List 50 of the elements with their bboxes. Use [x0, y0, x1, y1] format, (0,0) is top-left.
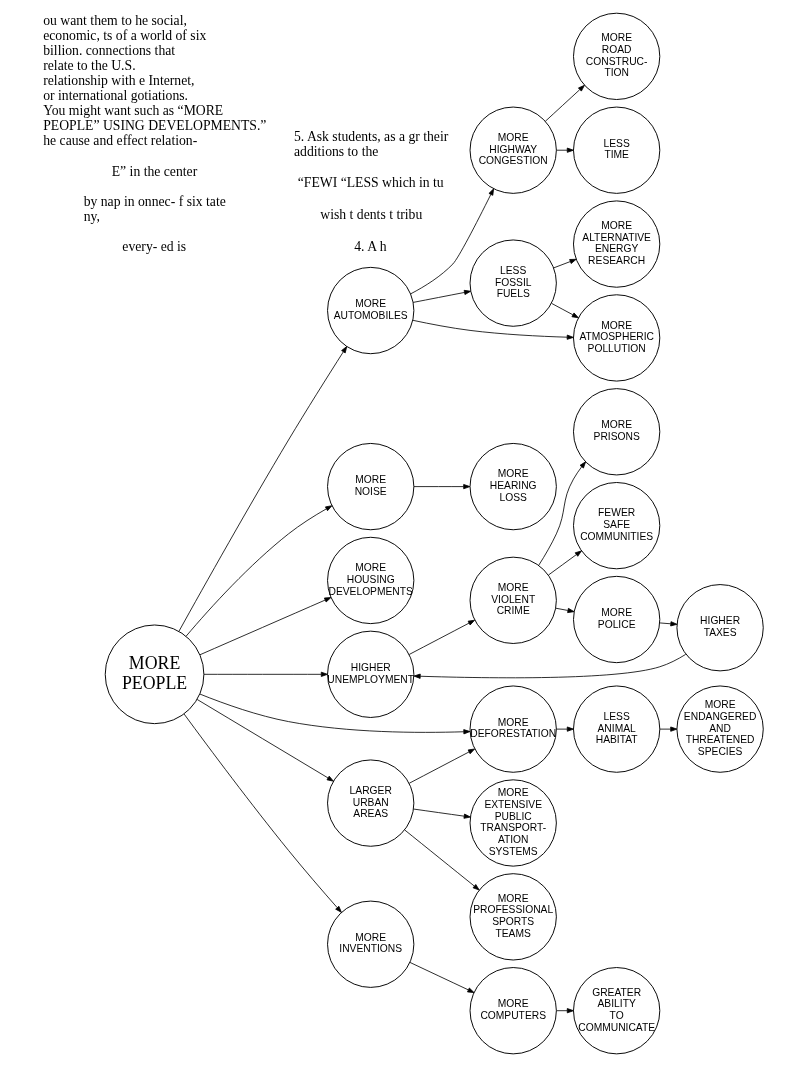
node-circle: MORE INVENTIONS: [327, 900, 415, 988]
node-circle: MORE POLICE: [573, 575, 661, 664]
arrow: [409, 962, 475, 993]
arrow: [544, 84, 585, 122]
node-circle: MORE ALTERNATIVE ENERGY RESEARCH: [573, 200, 661, 288]
label: wish t dents t tribu: [320, 206, 423, 222]
arrow: [203, 671, 328, 677]
arrow: [413, 653, 687, 679]
arrow: [413, 484, 471, 490]
arrow: [412, 319, 574, 340]
label: 4. A h: [354, 238, 387, 254]
node-circle: MORE PEOPLE: [104, 624, 205, 725]
arrow: [404, 829, 480, 891]
label: “FEWI “LESS which in tu: [297, 174, 444, 190]
arrow: [410, 188, 494, 295]
arrow: [199, 693, 471, 735]
label: E” in the center: [111, 163, 198, 179]
label: by nap in onnec- f six tate ny,: [83, 193, 226, 224]
arrow: [413, 808, 471, 819]
node-circle: LESS ANIMAL HABITAT: [573, 685, 661, 773]
arrow: [178, 346, 348, 632]
node-circle: MORE HEARING LOSS: [469, 442, 557, 531]
arrow: [199, 597, 332, 656]
arrow: [659, 621, 678, 627]
node-circle: GREATER ABILITY TO COMMUNICATE: [573, 967, 661, 1055]
node-circle: MORE ROAD CONSTRUC- TION: [573, 12, 661, 100]
arrow: [548, 550, 582, 576]
arrow: [408, 748, 475, 784]
arrow: [556, 1008, 574, 1014]
arrow: [183, 713, 342, 913]
arrow: [538, 461, 586, 566]
arrow: [185, 505, 333, 637]
node-circle: HIGHER TAXES: [676, 584, 764, 672]
node-circle: MORE ENDANGERED AND THREATENED SPECIES: [676, 685, 764, 773]
label: 5. Ask students, as a gr their additions to the: [293, 129, 449, 160]
arrow: [555, 607, 575, 614]
node-circle: LESS TIME: [573, 106, 661, 194]
arrow: [556, 147, 574, 153]
arrow: [659, 726, 678, 732]
arrow: [553, 258, 577, 269]
label: ou want them to he social, economic, ts of a world of six billion. connections that relate to the U.S. relationship with e Internet, or international gotiations. You might want such as “MORE PEOPLE” USING DEVELOPMENTS.” he cause and effect relation-: [43, 12, 267, 149]
label: every- ed is: [122, 238, 187, 254]
arrow: [412, 289, 472, 303]
arrow: [196, 699, 334, 782]
node-circle: MORE PRISONS: [573, 388, 661, 476]
node-circle: MORE EXTENSIVE PUBLIC TRANSPORT- ATION SYSTEMS: [469, 779, 557, 867]
arrow: [556, 726, 574, 732]
node-circle: LESS FOSSIL FUELS: [469, 239, 557, 327]
arrow: [408, 619, 475, 655]
arrow: [551, 302, 579, 319]
